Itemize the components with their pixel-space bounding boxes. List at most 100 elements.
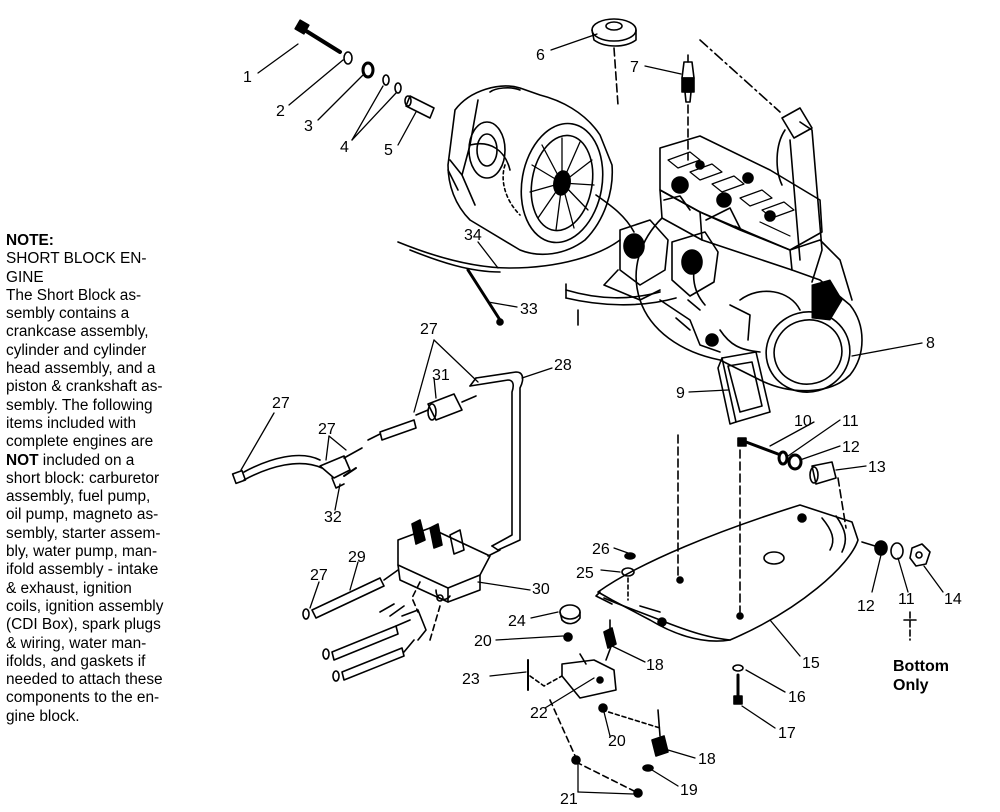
note-line: sembly contains a <box>6 305 130 323</box>
callout-12: 12 <box>842 439 860 456</box>
callout-16: 16 <box>788 689 806 706</box>
callout-21: 21 <box>560 791 578 808</box>
washer-part-20 <box>563 632 573 642</box>
washer-part-19 <box>642 764 654 772</box>
fuel-filter-part <box>415 393 477 421</box>
callout-28: 28 <box>554 357 572 374</box>
callout-33: 33 <box>520 301 538 318</box>
note-line: crankcase assembly, <box>6 323 149 341</box>
washer-part <box>343 51 353 65</box>
washer-small-part-2 <box>394 82 402 94</box>
callout-32: 32 <box>324 509 342 526</box>
isolator-part-18 <box>603 619 617 649</box>
note-line: gine block. <box>6 707 80 725</box>
note-line: The Short Block as- <box>6 286 142 304</box>
washer-part-11b <box>890 542 904 560</box>
washer-part-16 <box>732 664 744 672</box>
callout-25: 25 <box>576 565 594 582</box>
nut-part-21a <box>571 755 581 765</box>
note-line: sembly, starter assem- <box>6 524 161 542</box>
callout-15: 15 <box>802 655 820 672</box>
callout-12-bottom: 12 <box>857 598 875 615</box>
note-line: components to the en- <box>6 689 160 707</box>
note-line: assembly, fuel pump, <box>6 488 151 506</box>
callout-19: 19 <box>680 782 698 799</box>
nut-part-21b <box>633 788 643 798</box>
note-line: oil pump, magneto as- <box>6 506 159 524</box>
note-line: SHORT BLOCK EN- <box>6 250 147 268</box>
callout-5: 5 <box>384 142 393 159</box>
callout-23: 23 <box>462 671 480 688</box>
callout-27-mid: 27 <box>318 421 336 438</box>
note-line: & exhaust, ignition <box>6 579 132 597</box>
note-line: NOT included on a <box>6 451 135 469</box>
spacer-sleeve-part <box>404 95 435 119</box>
note-line: (CDI Box), spark plugs <box>6 616 161 634</box>
note-line: ifolds, and gaskets if <box>6 652 146 670</box>
note-heading: NOTE: <box>6 232 54 249</box>
callout-18-lower: 18 <box>698 751 716 768</box>
cap-part <box>591 18 637 47</box>
spark-plug-cap-part <box>776 107 813 186</box>
note-line: short block: carburetor <box>6 469 160 487</box>
callout-34: 34 <box>464 227 482 244</box>
washer-small-part <box>382 74 390 86</box>
callout-24: 24 <box>508 613 526 630</box>
nut-part-12 <box>787 453 803 471</box>
note-line: coils, ignition assembly <box>6 597 164 615</box>
callout-27-top: 27 <box>420 321 438 338</box>
nut-part-12b <box>874 540 888 556</box>
callout-1: 1 <box>243 69 252 86</box>
bracket-part-22 <box>529 643 617 699</box>
callout-20-lower: 20 <box>608 733 626 750</box>
callout-11-bottom: 11 <box>898 591 915 608</box>
callout-4: 4 <box>340 139 349 156</box>
bolt-part <box>294 19 342 54</box>
note-line: complete engines are <box>6 433 154 451</box>
washer-part-25 <box>621 567 635 577</box>
short-block-note: NOTE: SHORT BLOCK EN- GINE The Short Blo… <box>6 232 220 726</box>
callout-2: 2 <box>276 103 285 120</box>
washer-part-20b <box>598 703 608 713</box>
note-line: bly, water pump, man- <box>6 543 158 561</box>
callout-26: 26 <box>592 541 610 558</box>
washer-part-26 <box>624 552 636 560</box>
callout-18: 18 <box>646 657 664 674</box>
note-line: cylinder and cylinder <box>6 341 147 359</box>
washer-part-11 <box>777 450 789 466</box>
note-line: & wiring, water man- <box>6 634 147 652</box>
bolt-part-17 <box>733 673 743 705</box>
spacer-part-13 <box>809 461 837 485</box>
callout-30: 30 <box>532 581 550 598</box>
callout-20: 20 <box>474 633 492 650</box>
note-line: GINE <box>6 268 44 286</box>
callout-11: 11 <box>842 413 859 430</box>
callout-labels: 1 2 3 4 5 6 7 8 9 10 11 12 13 12 11 14 1… <box>243 47 962 808</box>
note-line: items included with <box>6 414 137 432</box>
callout-29: 29 <box>348 549 366 566</box>
callout-13: 13 <box>868 459 886 476</box>
lock-washer-part <box>361 61 375 79</box>
spark-plug-part <box>681 54 695 103</box>
callout-22: 22 <box>530 705 548 722</box>
callout-14: 14 <box>944 591 962 608</box>
grommet-part-24 <box>559 604 581 625</box>
engine-block <box>397 121 863 393</box>
callout-10: 10 <box>794 413 812 430</box>
callout-9: 9 <box>676 385 685 402</box>
note-line: needed to attach these <box>6 671 163 689</box>
callout-8: 8 <box>926 335 935 352</box>
note-line: piston & crankshaft as- <box>6 378 163 396</box>
leader-lines <box>240 33 944 795</box>
bolt-part-10 <box>737 437 780 456</box>
note-line: ifold assembly - intake <box>6 561 159 579</box>
callout-3: 3 <box>304 118 313 135</box>
nut-part-14 <box>909 543 931 567</box>
recoil-cover-part <box>717 351 771 425</box>
not-emphasis: NOT <box>6 451 39 469</box>
note-line: sembly. The following <box>6 396 153 414</box>
callout-6: 6 <box>536 47 545 64</box>
callout-17: 17 <box>778 725 796 742</box>
